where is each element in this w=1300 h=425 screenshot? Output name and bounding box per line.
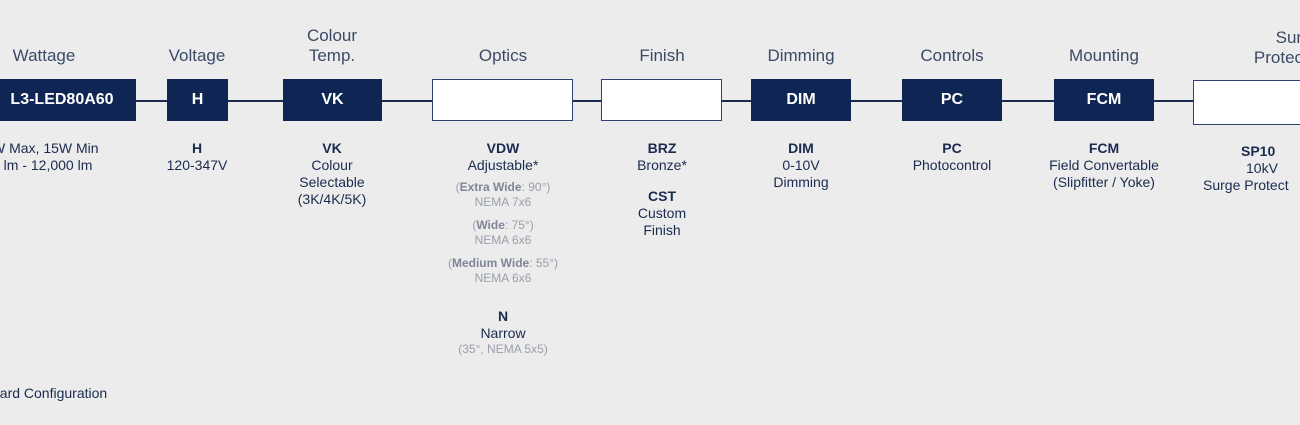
mounting-box[interactable]: FCM	[1054, 79, 1154, 121]
dimming-options: DIM 0-10V Dimming	[701, 140, 901, 205]
colour-temp-box[interactable]: VK	[283, 79, 382, 121]
option-desc: Adjustable*	[467, 157, 539, 173]
option-desc: Field Convertable (Slipfitter / Yoke)	[1049, 157, 1159, 190]
mounting-options: FCM Field Convertable (Slipfitter / Yoke…	[1004, 140, 1204, 205]
optics-sub-medium-wide: (Medium Wide: 55°) NEMA 6x6	[447, 256, 559, 285]
option-desc: Bronze*	[637, 157, 687, 173]
option-desc: 120-347V	[166, 157, 228, 173]
column-title: Dimming	[767, 46, 835, 65]
column-title: Colour Temp.	[306, 26, 358, 65]
wattage-box[interactable]: L3-LED80A60	[0, 79, 136, 121]
optics-narrow: N Narrow (35°, NEMA 5x5)	[403, 308, 603, 357]
option-code: BRZ	[647, 140, 677, 156]
option-code: SP10	[1241, 143, 1276, 159]
option-code: FCM	[1088, 140, 1120, 156]
finish-options: BRZ Bronze* CST Custom Finish	[562, 140, 762, 253]
option-code: N	[497, 308, 509, 324]
optics-sub-extra-wide: (Extra Wide: 90°) NEMA 7x6	[455, 180, 551, 209]
option-code: DIM	[788, 140, 814, 156]
wattage-line-1: W Max, 15W Min	[0, 140, 99, 156]
dimming-box[interactable]: DIM	[751, 79, 851, 121]
column-title: Voltage	[168, 46, 226, 65]
optics-options: VDW Adjustable* (Extra Wide: 90°) NEMA 7…	[403, 140, 603, 371]
option-sub: (35°, NEMA 5x5)	[458, 342, 548, 356]
wattage-line-2: 0 lm - 12,000 lm	[0, 157, 93, 173]
option-desc: Narrow	[480, 325, 526, 341]
option-desc: Colour Selectable (3K/4K/5K)	[297, 157, 367, 207]
controls-options: PC Photocontrol	[852, 140, 1052, 188]
voltage-options: H 120-347V	[97, 140, 297, 188]
voltage-box[interactable]: H	[167, 79, 228, 121]
controls-box[interactable]: PC	[902, 79, 1002, 121]
option-code: PC	[942, 140, 962, 156]
option-desc: 0-10V Dimming	[773, 157, 829, 190]
optics-box[interactable]	[432, 79, 573, 121]
footer-note: dard Configuration	[0, 385, 108, 401]
optics-sub-wide: (Wide: 75°) NEMA 6x6	[472, 218, 534, 247]
option-code: H	[191, 140, 203, 156]
column-title: Wattage	[12, 46, 76, 65]
column-title: Controls	[920, 46, 984, 65]
option-code: VK	[322, 140, 342, 156]
option-desc: Custom Finish	[637, 205, 687, 238]
option-code: CST	[648, 188, 676, 204]
finish-box[interactable]	[601, 79, 722, 121]
option-code: VDW	[486, 140, 520, 156]
surge-box[interactable]	[1193, 80, 1300, 125]
column-title: Finish	[639, 46, 685, 65]
column-title: Optics	[478, 46, 528, 65]
colour-temp-options: VK Colour Selectable (3K/4K/5K)	[232, 140, 432, 222]
column-title: Mounting	[1069, 46, 1139, 65]
wattage-options: W Max, 15W Min 0 lm - 12,000 lm	[0, 140, 99, 174]
option-desc: Photocontrol	[912, 157, 992, 173]
column-title: Surge Protectio	[1253, 28, 1300, 67]
